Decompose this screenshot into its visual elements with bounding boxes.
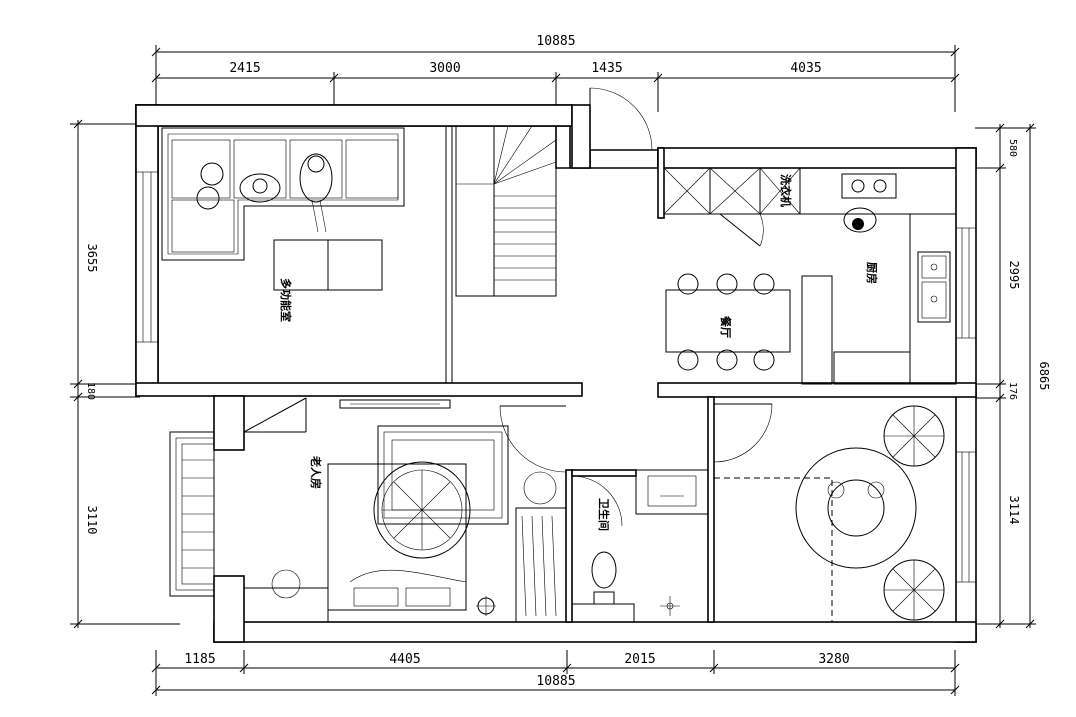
bottom-dimension-3: 2015	[624, 652, 655, 667]
bedroom-door	[713, 403, 773, 463]
bottom-dimension-4: 3280	[818, 652, 849, 667]
balcony	[169, 431, 215, 597]
shower-drain	[660, 596, 680, 616]
bathroom-door	[571, 475, 623, 527]
cook-figure	[843, 207, 877, 233]
top-dimension-3: 1435	[591, 61, 622, 76]
bathroom-fixtures	[571, 469, 709, 623]
right-total-dimension: 6865	[1037, 362, 1051, 391]
dining-set	[665, 273, 791, 371]
rug	[377, 425, 509, 525]
right-dimension-1: 580	[1007, 139, 1018, 157]
bottom-total-dimension: 10885	[536, 674, 575, 689]
person-figures	[196, 153, 333, 233]
bottom-dimension-1: 1185	[184, 652, 215, 667]
multi-function-room-label: 多功能室	[279, 278, 293, 322]
washing-machine-label: 洗衣机	[779, 174, 793, 207]
entry-door	[589, 87, 653, 151]
elder-room-closet	[515, 471, 567, 623]
right-dimension-2: 2995	[1007, 261, 1021, 290]
bed	[243, 463, 467, 623]
dining-label: 餐厅	[719, 315, 733, 338]
stove	[841, 173, 897, 199]
top-dimension-lines	[151, 45, 960, 112]
right-dimension-4: 3114	[1007, 496, 1021, 525]
bottom-dimension-lines	[151, 650, 960, 696]
left-dimension-3: 3110	[85, 506, 99, 535]
top-dimension-1: 2415	[229, 61, 260, 76]
exterior-walls	[135, 104, 977, 643]
sectional-sofa	[161, 127, 405, 261]
elder-room-door	[499, 405, 567, 473]
right-dimension-3: 176	[1007, 382, 1018, 400]
bottom-dimension-2: 4405	[389, 652, 420, 667]
kitchen-cabinets	[663, 167, 957, 385]
bathroom-label: 卫生间	[597, 498, 611, 531]
glass-partition	[445, 126, 453, 383]
kitchen-label: 厨房	[865, 262, 879, 284]
top-dimension-2: 3000	[429, 61, 460, 76]
elder-room-wardrobe	[243, 397, 307, 433]
top-dimension-4: 4035	[790, 61, 821, 76]
right-dimension-lines	[975, 123, 1036, 629]
counter	[801, 275, 833, 385]
top-total-dimension: 10885	[536, 34, 575, 49]
bedroom-bed	[713, 477, 833, 623]
elder-room-label: 老人房	[309, 455, 323, 489]
lounge-set	[795, 405, 945, 621]
floor-lamp	[476, 596, 496, 616]
left-dimension-lines	[70, 119, 180, 629]
left-dimension-2: 180	[85, 382, 96, 400]
tv-unit	[339, 399, 451, 409]
staircase	[455, 125, 557, 297]
round-table	[373, 461, 471, 559]
kitchen-door	[719, 213, 764, 247]
coffee-table	[273, 239, 383, 291]
left-dimension-1: 3655	[85, 244, 99, 273]
kitchen-sink	[917, 251, 951, 323]
